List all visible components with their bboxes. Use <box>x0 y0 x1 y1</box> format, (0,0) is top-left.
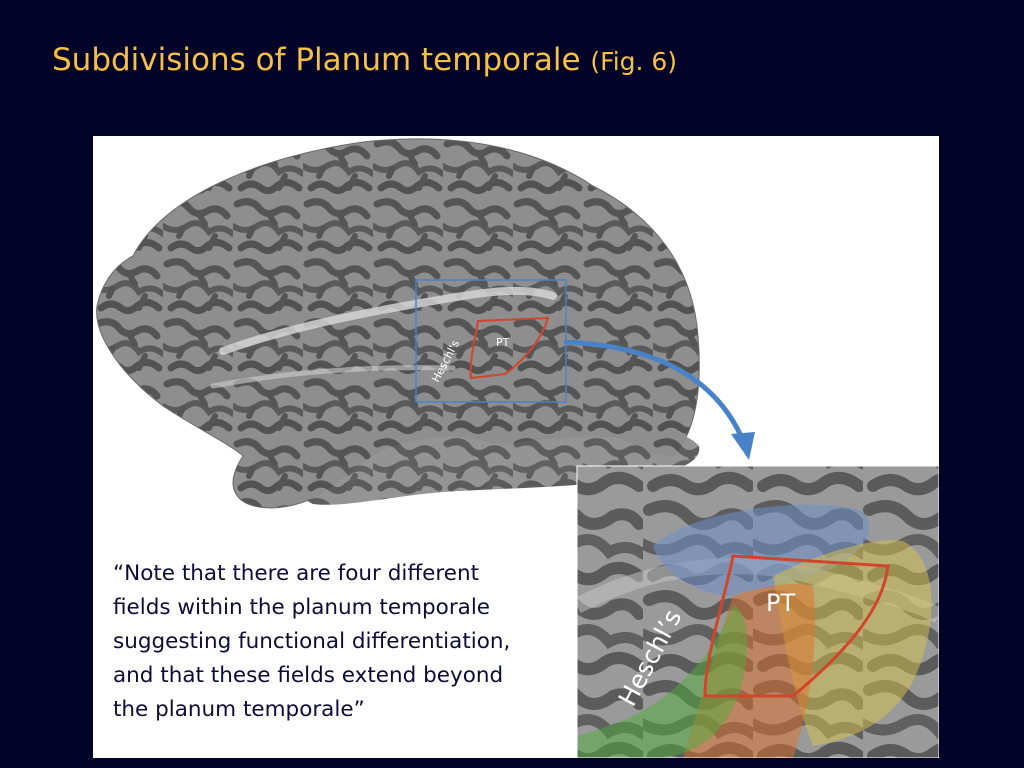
slide-title: Subdivisions of Planum temporale (Fig. 6… <box>52 42 677 78</box>
pt-outline-small <box>469 316 550 380</box>
inset-zoom: PT Heschl’s <box>577 466 939 758</box>
quote-text: “Note that there are four different fiel… <box>113 561 511 722</box>
label-pt-large: PT <box>766 589 795 617</box>
title-figure-ref: (Fig. 6) <box>590 47 678 76</box>
brain-figure: PT Heschl's PT Heschl’s <box>96 138 939 758</box>
field-green <box>577 606 748 758</box>
figure-panel: PT Heschl's PT Heschl’s <box>93 136 939 758</box>
label-pt-small: PT <box>496 336 510 349</box>
pt-outline-large <box>703 554 890 698</box>
zoom-arrow <box>563 339 744 439</box>
title-main-text: Subdivisions of Planum temporale <box>52 42 581 78</box>
sylvian-fissure <box>219 286 557 355</box>
zoom-arrow-head <box>731 432 755 460</box>
